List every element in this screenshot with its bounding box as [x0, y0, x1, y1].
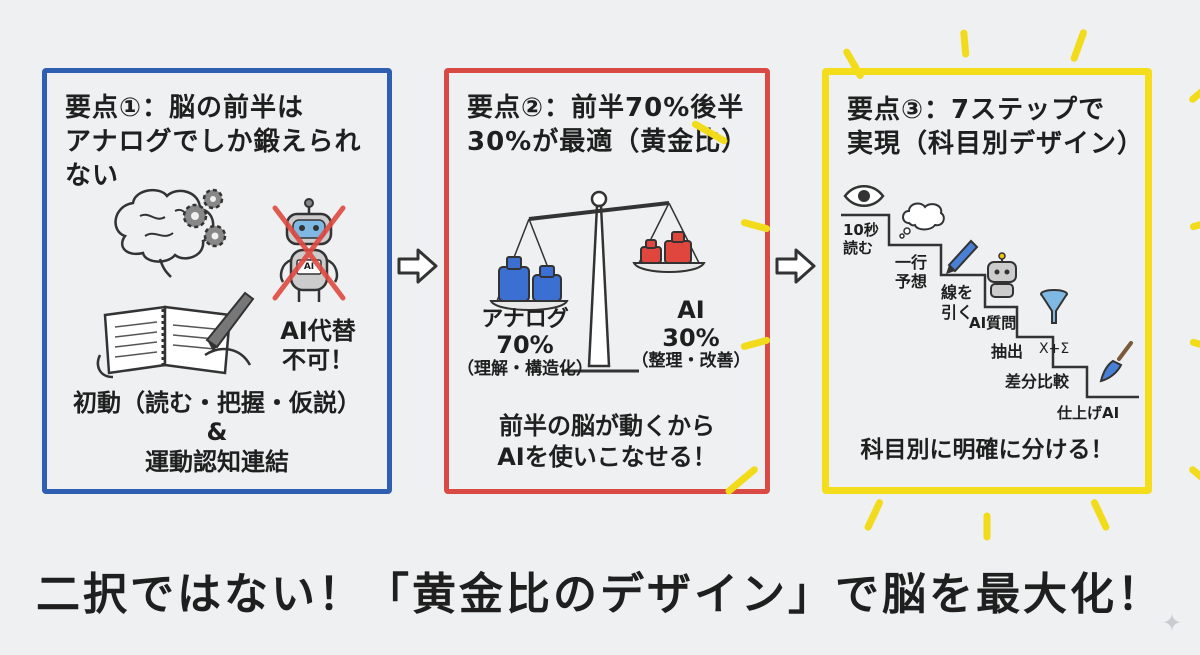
ai-not-substitutable: AI代替 不可！	[280, 317, 356, 374]
step-6-label: 差分比較	[1005, 372, 1070, 391]
panel2-caption: 前半の脳が動くから AIを使いこなせる！	[497, 412, 717, 472]
ai-weight-label: AI 30% （整理・改善）	[631, 296, 751, 372]
thought-cloud-icon	[899, 202, 945, 239]
panel-analog-first-half: 要点①：脳の前半は アナログでしか鍛えられない A	[42, 68, 392, 494]
balance-scale-icon	[489, 190, 706, 373]
ray-6	[1189, 216, 1200, 232]
notebook-hand-icon	[96, 291, 255, 379]
robot-crossed-icon	[272, 198, 346, 302]
panel-golden-ratio: 要点②：前半70%後半 30%が最適（黄金比） アナログ 70% （理解・構造化…	[444, 68, 770, 494]
panel-seven-steps: 要点③：7ステップで 実現（科目別デザイン） 10秒 読む 一行	[822, 68, 1152, 494]
panel3-caption: 科目別に明確に分ける！	[860, 437, 1114, 463]
staircase-diagram	[841, 213, 1139, 399]
robot-chest-label: AI	[303, 262, 315, 272]
funnel-icon	[1040, 289, 1068, 324]
analog-weight-label: アナログ 70% （理解・構造化）	[457, 307, 593, 379]
brain-gears-icon	[114, 188, 227, 278]
ray-5	[1187, 72, 1200, 104]
step-7-label: 仕上げAI	[1057, 404, 1120, 422]
ray-4	[1069, 28, 1088, 63]
step-3-label: 線を 引く	[941, 283, 974, 322]
ray-3	[960, 29, 970, 58]
step-5-label: 抽出	[991, 342, 1024, 361]
panel1-title: 要点①：脳の前半は アナログでしか鍛えられない	[65, 93, 362, 191]
ray-8	[1187, 465, 1200, 497]
ray-7	[1189, 337, 1200, 353]
step-4-label: AI質問	[969, 314, 1017, 332]
brush-icon	[1099, 341, 1133, 383]
step-1-label: 10秒 読む	[843, 221, 879, 257]
panel3-title: 要点③：7ステップで 実現（科目別デザイン）	[847, 95, 1145, 159]
ray-11	[863, 498, 885, 533]
panel2-title: 要点②：前半70%後半 30%が最適（黄金比）	[467, 93, 749, 157]
pen-icon	[946, 239, 979, 274]
panel1-caption: 初動（読む・把握・仮説） & 運動認知連結	[73, 389, 361, 476]
arrow-right-icon	[397, 248, 438, 284]
ray-9	[1089, 498, 1111, 533]
step-2-label: 一行 予想	[895, 253, 928, 292]
robot-icon	[987, 252, 1017, 298]
footer-headline: 二択ではない！「黄金比のデザイン」で脳を最大化！	[36, 569, 1164, 620]
arrow-right-icon	[775, 248, 816, 284]
compare-mark: X+Σ	[1039, 341, 1070, 357]
ray-10	[983, 512, 991, 541]
eye-icon	[843, 185, 885, 207]
sparkle-icon: ✦	[1161, 609, 1182, 637]
